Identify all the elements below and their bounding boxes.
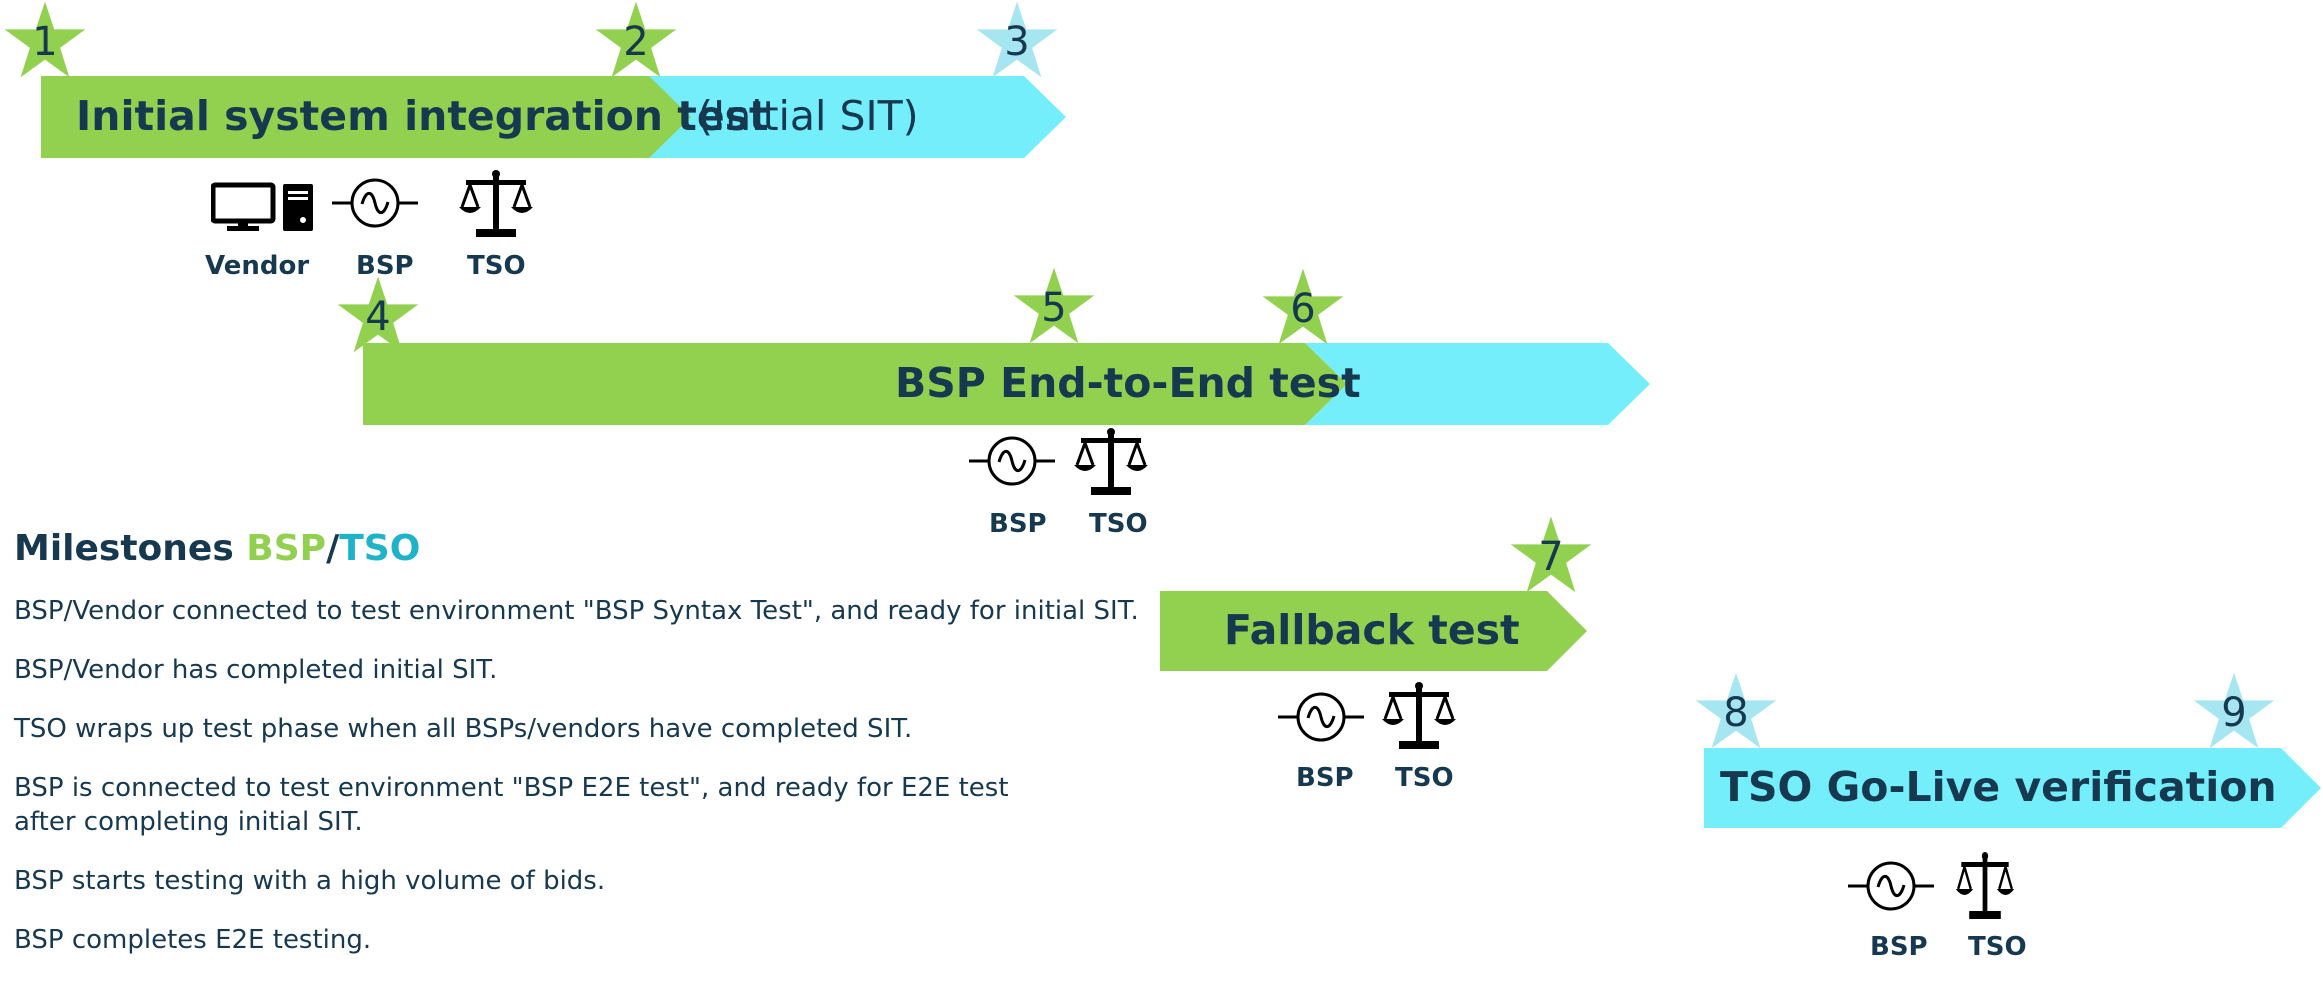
milestone-item: BSP/Vendor connected to test environment… [14, 596, 1139, 626]
star-icon [595, 1, 677, 78]
milestone-star-7: 7 [1509, 515, 1593, 599]
initial-sit-title: Initial system integration test [76, 92, 769, 140]
bsp-label: BSP [1296, 763, 1354, 793]
milestone-number-2: 2 [623, 19, 649, 65]
milestone-item: BSP completes E2E testing. [14, 925, 372, 955]
initial-sit-subtitle: (Initial SIT) [697, 92, 919, 140]
milestone-item: TSO wraps up test phase when all BSPs/ve… [14, 714, 913, 744]
milestone-star-8: 8 [1694, 671, 1778, 755]
milestones-heading-text: Milestones [14, 528, 247, 569]
scales-icon [1073, 427, 1149, 502]
star-icon [1510, 516, 1592, 593]
tso-label: TSO [1395, 763, 1454, 793]
initial-sit-arrow: Initial system integration test (Initial… [41, 76, 1067, 158]
milestone-star-3: 3 [975, 0, 1059, 84]
e2e-title: BSP End-to-End test [895, 359, 1361, 407]
tso-label: TSO [467, 251, 526, 281]
milestones-list: BSP/Vendor connected to test environment… [14, 594, 1144, 982]
star-icon [4, 1, 86, 78]
star-icon [2193, 672, 2275, 749]
milestones-heading-tso: TSO [339, 528, 421, 569]
milestone-item: BSP starts testing with a high volume of… [14, 866, 606, 896]
milestone-star-4: 4 [336, 275, 420, 359]
initial-sit-arrow-shape [41, 76, 1066, 158]
milestone-item: BSP/Vendor has completed initial SIT. [14, 655, 498, 685]
computer-icon [210, 182, 315, 237]
bsp-label: BSP [989, 509, 1047, 539]
milestone-star-6: 6 [1261, 267, 1345, 351]
ac-source-icon [1848, 861, 1934, 916]
milestone-star-2: 2 [594, 0, 678, 84]
vendor-label: Vendor [205, 251, 310, 281]
milestone-number-5: 5 [1041, 285, 1067, 331]
milestones-heading-sep: / [326, 528, 340, 569]
ac-source-icon [1278, 692, 1364, 747]
milestone-number-1: 1 [32, 19, 58, 65]
bsp-label: BSP [356, 251, 414, 281]
milestones-heading-bsp: BSP [246, 528, 327, 569]
milestone-number-6: 6 [1290, 286, 1316, 332]
fallback-arrow-shape [1160, 591, 1587, 671]
milestone-star-9: 9 [2192, 671, 2276, 755]
fallback-title: Fallback test [1224, 606, 1520, 654]
golive-title: TSO Go-Live verification [1720, 763, 2277, 811]
milestone-number-8: 8 [1723, 690, 1749, 736]
scales-icon [1955, 851, 2015, 926]
scales-icon [1381, 681, 1457, 756]
bsp-label: BSP [1870, 932, 1928, 962]
milestone-number-4: 4 [365, 294, 391, 340]
e2e-arrow-shape [363, 343, 1650, 425]
milestone-star-1: 1 [3, 0, 87, 84]
golive-arrow-shape [1704, 748, 2321, 828]
tso-label: TSO [1968, 932, 2027, 962]
milestone-item: BSP is connected to test environment "BS… [14, 773, 1009, 837]
milestones-heading: Milestones BSP/TSO [14, 528, 420, 569]
tso-label: TSO [1089, 509, 1148, 539]
ac-source-icon [969, 436, 1055, 491]
milestone-number-7: 7 [1538, 534, 1564, 580]
scales-icon [458, 169, 534, 244]
milestone-star-5: 5 [1012, 266, 1096, 350]
ac-source-icon [332, 178, 418, 233]
star-icon [1695, 672, 1777, 749]
star-icon [1262, 268, 1344, 345]
star-icon [1013, 267, 1095, 344]
fallback-arrow: Fallback test [1160, 591, 1587, 671]
milestone-number-9: 9 [2221, 690, 2247, 736]
star-icon [976, 1, 1058, 78]
star-icon [337, 276, 419, 353]
milestone-number-3: 3 [1004, 19, 1030, 65]
e2e-arrow: BSP End-to-End test [363, 343, 1650, 425]
golive-arrow: TSO Go-Live verification [1704, 748, 2321, 828]
